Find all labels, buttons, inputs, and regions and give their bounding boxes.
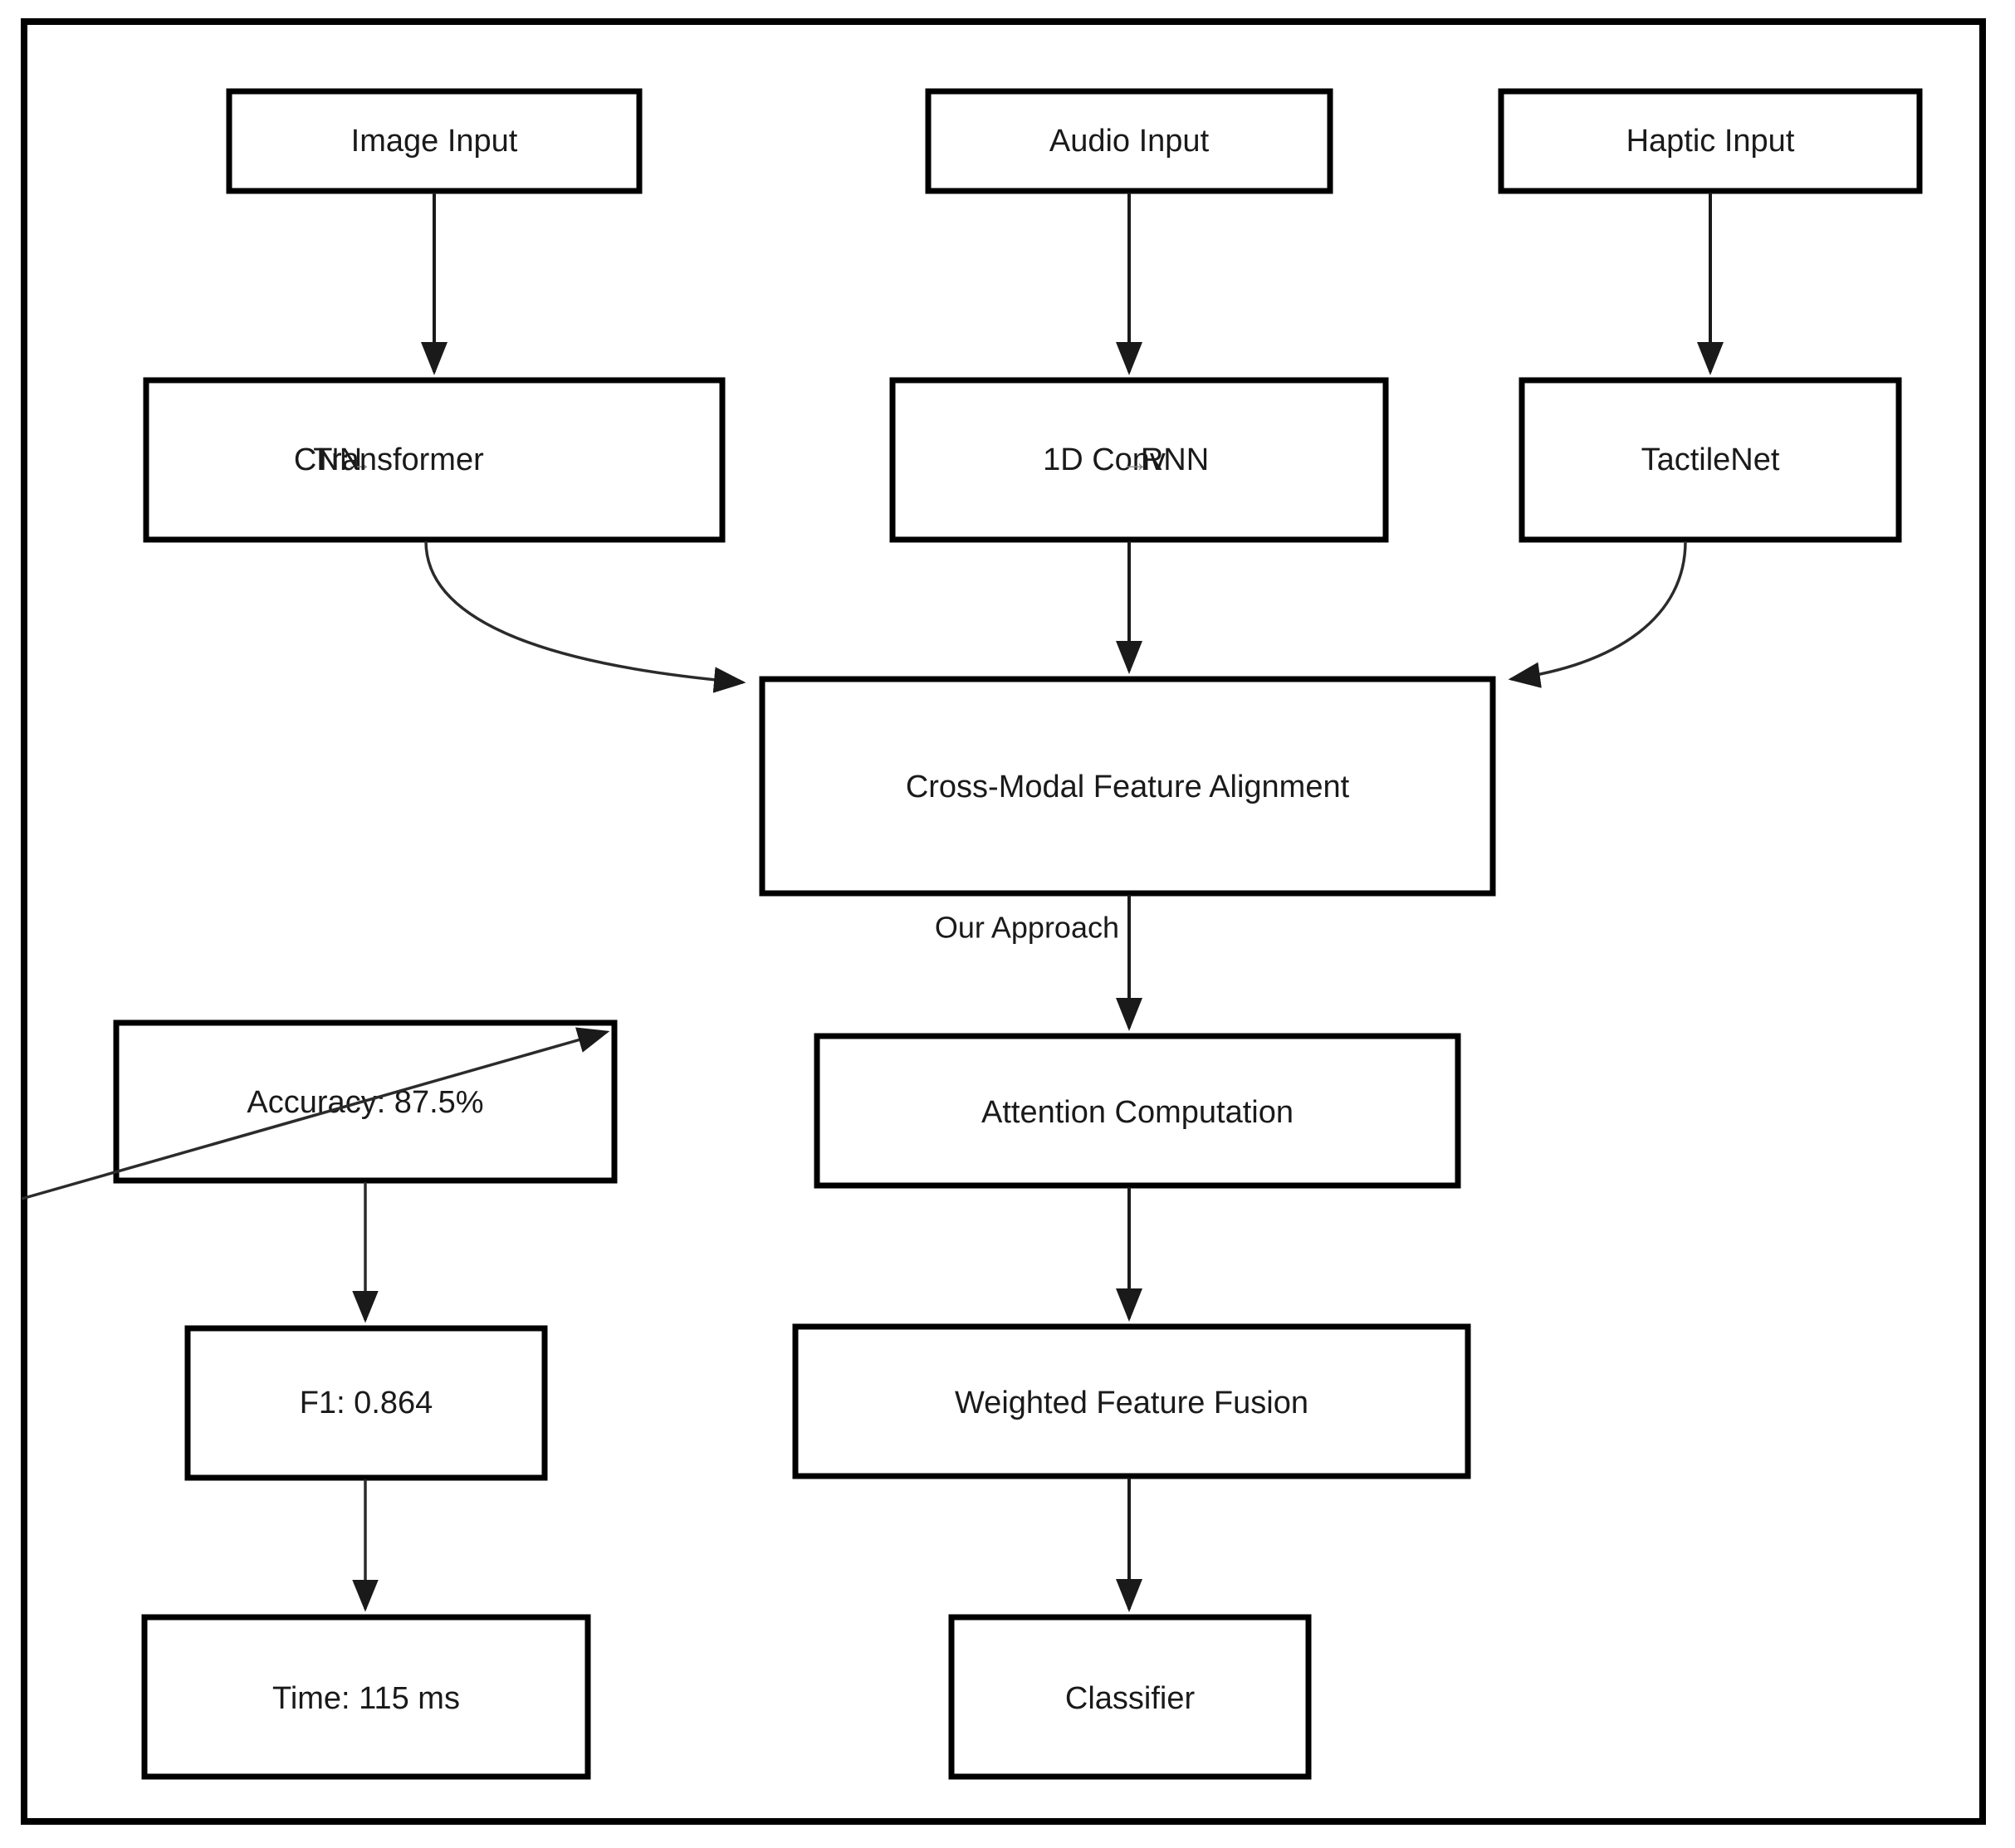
node-cross-modal-label: Cross-Modal Feature Alignment [906,770,1350,804]
node-haptic-input[interactable]: Haptic Input [1498,88,1923,194]
node-classifier[interactable]: Classifier [948,1614,1312,1780]
node-cnn-transformer-label2: Transformer [313,442,484,477]
node-audio-input[interactable]: Audio Input [925,88,1333,194]
node-tactilenet[interactable]: TactileNet [1519,377,1902,543]
arrow-right-icon: → [345,447,373,478]
node-fusion-label: Weighted Feature Fusion [955,1386,1308,1420]
diagram-frame [21,18,1986,1825]
node-image-input-label: Image Input [351,124,518,159]
node-attention[interactable]: Attention Computation [814,1033,1461,1189]
node-cross-modal[interactable]: Cross-Modal Feature Alignment [759,676,1496,897]
node-haptic-input-label: Haptic Input [1626,124,1795,159]
node-cnn-transformer-label: CNN [294,442,362,477]
node-conv-rnn-label2: RNN [1141,442,1209,477]
node-cnn-transformer[interactable]: CNN → Transformer [143,377,726,543]
node-time-label: Time: 115 ms [272,1681,460,1716]
node-classifier-label: Classifier [1065,1681,1196,1716]
node-f1-label: F1: 0.864 [300,1386,433,1420]
node-time[interactable]: Time: 115 ms [141,1614,591,1780]
node-tactilenet-label: TactileNet [1641,442,1780,477]
edge-stray-diagonal-to-accuracy [21,1027,610,1200]
edge-tactilenet-to-crossmodal [1508,540,1687,688]
edge-cnn-to-crossmodal [424,540,746,693]
node-conv-rnn-label: 1D Conv [1043,442,1166,477]
node-f1[interactable]: F1: 0.864 [184,1325,548,1481]
node-attention-label: Attention Computation [981,1095,1294,1130]
edge-label-our-approach: Our Approach [935,911,1119,945]
node-accuracy-label: Accuracy: 87.5% [247,1085,483,1120]
arrow-right-icon: → [1121,447,1149,478]
node-fusion[interactable]: Weighted Feature Fusion [792,1323,1471,1479]
node-image-input[interactable]: Image Input [226,88,643,194]
node-conv-rnn[interactable]: 1D Conv → RNN [889,377,1389,543]
node-audio-input-label: Audio Input [1049,124,1210,159]
